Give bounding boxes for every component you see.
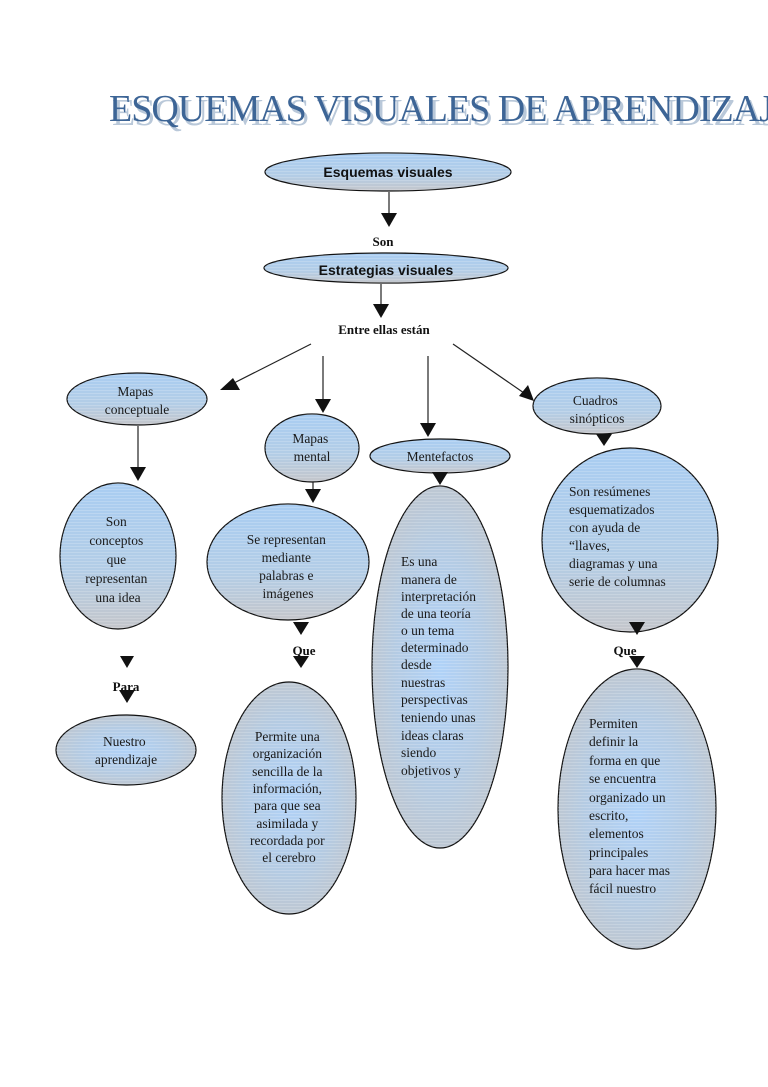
arrow-mental-to-que bbox=[293, 622, 309, 635]
node-mental-purpose: Permite una organización sencilla de la … bbox=[221, 681, 357, 915]
arrow-to-mentefactos bbox=[420, 356, 436, 437]
arrow-que-to-mental-purpose bbox=[293, 656, 309, 668]
node-text: Mapas mental bbox=[292, 431, 331, 464]
node-mentefactos: Mentefactos bbox=[369, 438, 511, 474]
node-text: Son resúmenes esquematizados con ayuda d… bbox=[569, 484, 666, 589]
arrow-strategies-to-types bbox=[373, 284, 389, 318]
connector-label-que-synoptic: Que bbox=[613, 643, 636, 658]
node-mapas-mental: Mapas mental bbox=[264, 413, 360, 483]
node-synoptic-definition: Son resúmenes esquematizados con ayuda d… bbox=[541, 447, 719, 633]
node-esquemas-visuales: Esquemas visuales bbox=[264, 152, 512, 192]
connector-label-son: Son bbox=[373, 234, 395, 249]
node-estrategias-visuales: Estrategias visuales bbox=[263, 252, 509, 284]
arrow-mentefactos-to-def bbox=[432, 472, 448, 485]
arrow-cuadros-to-def bbox=[596, 434, 612, 446]
node-synoptic-purpose: Permiten definir la forma en que se encu… bbox=[557, 668, 717, 950]
arrow-root-to-strategies bbox=[381, 192, 397, 227]
arrow-to-cuadros-sinopticos bbox=[452, 343, 534, 401]
node-label: Estrategias visuales bbox=[319, 262, 454, 278]
node-cuadros-sinopticos: Cuadros sinópticos bbox=[532, 377, 662, 435]
arrow-to-mapas-mental bbox=[315, 356, 331, 413]
node-mapas-conceptuales: Mapas conceptuale bbox=[66, 372, 208, 426]
node-conceptual-definition: Son conceptos que representan una idea bbox=[59, 482, 177, 630]
title-shadow: ESQUEMAS VISUALES DE APRENDIZAJE bbox=[112, 92, 768, 134]
node-text: Es una manera de interpretación de una t… bbox=[401, 554, 479, 778]
arrow-mental-to-def bbox=[305, 482, 321, 503]
arrow-conceptuales-to-def bbox=[130, 426, 146, 481]
arrow-to-mapas-conceptuales bbox=[220, 343, 312, 390]
node-nuestro-aprendizaje: Nuestro aprendizaje bbox=[55, 714, 197, 786]
arrow-para-to-learning bbox=[119, 690, 135, 703]
node-text: Se representan mediante palabras e imáge… bbox=[247, 532, 329, 601]
connector-label-entre-ellas: Entre ellas están bbox=[338, 322, 430, 337]
arrow-que-to-synoptic-purpose bbox=[629, 656, 645, 668]
title-text: ESQUEMAS VISUALES DE APRENDIZAJE bbox=[109, 88, 768, 130]
node-text: Nuestro aprendizaje bbox=[95, 734, 157, 767]
node-text: Son conceptos que representan una idea bbox=[85, 514, 151, 605]
node-label: Esquemas visuales bbox=[323, 164, 452, 180]
node-text: Permite una organización sencilla de la … bbox=[250, 729, 328, 865]
page-title: ESQUEMAS VISUALES DE APRENDIZAJE ESQUEMA… bbox=[109, 88, 768, 134]
node-mentefactos-definition: Es una manera de interpretación de una t… bbox=[371, 485, 509, 849]
connector-label-que-mental: Que bbox=[292, 643, 315, 658]
node-text: Cuadros sinópticos bbox=[570, 393, 625, 426]
node-text: Mapas conceptuale bbox=[105, 384, 169, 417]
node-text: Mentefactos bbox=[407, 449, 474, 464]
node-mental-definition: Se representan mediante palabras e imáge… bbox=[206, 503, 370, 621]
arrow-conceptual-to-para bbox=[120, 656, 134, 668]
arrow-synoptic-to-que bbox=[629, 622, 645, 635]
node-text: Permiten definir la forma en que se encu… bbox=[589, 716, 673, 896]
